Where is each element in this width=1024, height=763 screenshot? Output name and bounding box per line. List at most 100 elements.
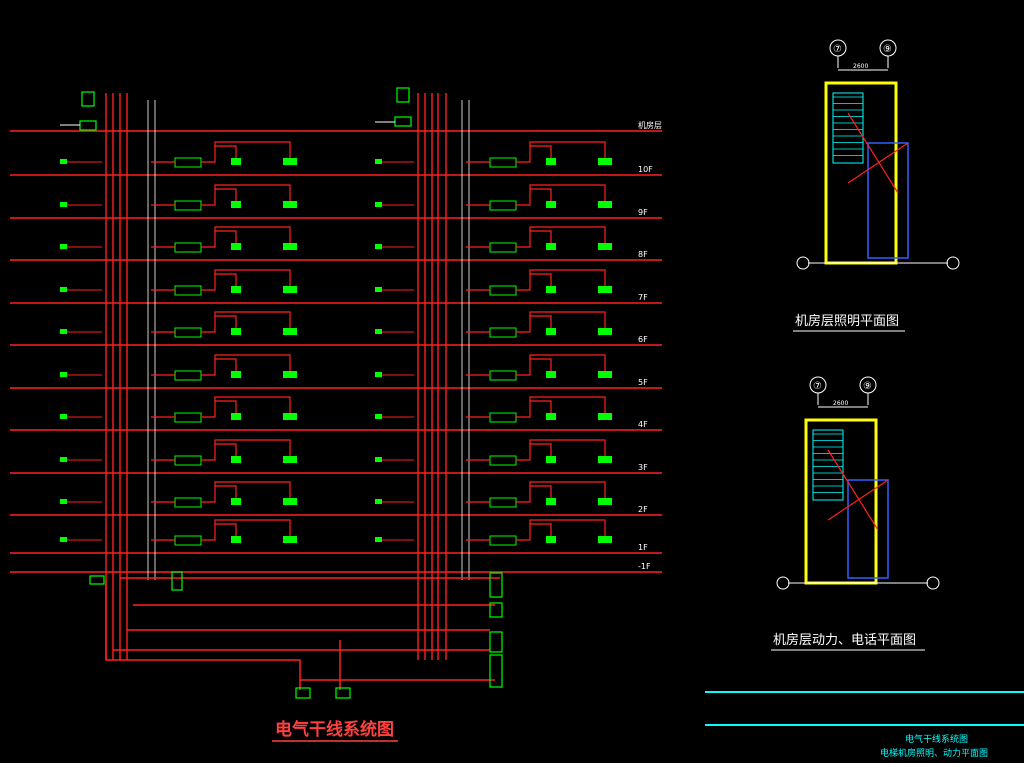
- distribution-box: [489, 497, 517, 508]
- branch-line: [516, 400, 552, 418]
- equipment-block: [231, 371, 241, 378]
- equipment-block: [283, 456, 297, 463]
- equipment-block: [231, 243, 241, 250]
- equipment-block: [598, 456, 612, 463]
- equipment-block: [283, 201, 297, 208]
- branch-line: [529, 141, 606, 158]
- floor-tag: [375, 159, 382, 164]
- distribution-box: [489, 157, 517, 168]
- branch-line: [214, 481, 291, 498]
- branch-line: [201, 523, 237, 541]
- equipment-block: [231, 158, 241, 165]
- title-block-line-2: 电梯机房照明、动力平面图: [880, 747, 988, 759]
- axis-bubble: [946, 256, 960, 270]
- floor-tag: [375, 499, 382, 504]
- branch-line: [214, 141, 291, 158]
- stair-block: [812, 429, 844, 501]
- branch-line: [516, 315, 552, 333]
- equipment-block: [546, 456, 556, 463]
- equipment-block: [546, 243, 556, 250]
- main-feeder: [105, 580, 301, 690]
- branch-line: [214, 439, 291, 456]
- distribution-box: [174, 370, 202, 381]
- equipment-area: [847, 479, 889, 579]
- branch-line: [214, 226, 291, 243]
- main-title: 电气干线系统图: [275, 719, 394, 740]
- distribution-box: [489, 370, 517, 381]
- axis-label: ⑦: [833, 44, 842, 55]
- equipment-block: [231, 456, 241, 463]
- dimension-label: 2600: [833, 400, 848, 407]
- terminal-box: [489, 631, 503, 653]
- equipment-block: [231, 498, 241, 505]
- equipment-block: [546, 328, 556, 335]
- equipment-block: [283, 536, 297, 543]
- riser-header-box: [394, 116, 412, 127]
- equipment-block: [546, 158, 556, 165]
- stair-block: [832, 92, 864, 164]
- axis-bubble: [926, 576, 940, 590]
- axis-label: ⑨: [883, 44, 892, 55]
- floor-tag: [60, 372, 67, 377]
- terminal-box: [489, 602, 503, 618]
- equipment-block: [598, 371, 612, 378]
- floor-tag: [60, 329, 67, 334]
- distribution-box: [489, 285, 517, 296]
- axis-label: ⑨: [863, 381, 872, 392]
- branch-line: [516, 273, 552, 291]
- axis-label: ⑦: [813, 381, 822, 392]
- branch-line: [516, 523, 552, 541]
- equipment-block: [598, 158, 612, 165]
- branch-line: [529, 269, 606, 286]
- equipment-block: [598, 536, 612, 543]
- branch-line: [201, 400, 237, 418]
- floor-tag: [60, 202, 67, 207]
- meter-box: [89, 575, 105, 585]
- distribution-box: [174, 412, 202, 423]
- branch-line: [201, 145, 237, 163]
- equipment-block: [546, 536, 556, 543]
- floor-label: 1F: [638, 543, 648, 552]
- branch-line: [201, 230, 237, 248]
- branch-line: [529, 184, 606, 201]
- equipment-block: [283, 498, 297, 505]
- wiring-line: [827, 449, 879, 531]
- floor-tag: [375, 414, 382, 419]
- floor-tag: [60, 457, 67, 462]
- title-block-line-1: 电气干线系统图: [905, 733, 968, 745]
- distribution-box: [489, 327, 517, 338]
- distribution-box: [489, 412, 517, 423]
- distribution-box: [489, 455, 517, 466]
- branch-line: [214, 396, 291, 413]
- distribution-box: [174, 242, 202, 253]
- branch-line: [529, 226, 606, 243]
- branch-line: [201, 315, 237, 333]
- axis-bubble: [776, 576, 790, 590]
- floor-label: 8F: [638, 250, 648, 259]
- riser-header-box: [81, 91, 95, 107]
- transformer-symbol: [295, 687, 311, 699]
- floor-tag: [60, 499, 67, 504]
- branch-line: [516, 230, 552, 248]
- floor-tag: [375, 329, 382, 334]
- distribution-box: [174, 157, 202, 168]
- wiring-line: [847, 112, 899, 194]
- branch-line: [516, 145, 552, 163]
- transformer-symbol: [335, 687, 351, 699]
- branch-line: [529, 311, 606, 328]
- wiring-line: [847, 142, 909, 184]
- terminal-box: [489, 572, 503, 598]
- distribution-box: [174, 327, 202, 338]
- equipment-block: [283, 158, 297, 165]
- equipment-block: [546, 371, 556, 378]
- branch-line: [516, 188, 552, 206]
- branch-line: [516, 358, 552, 376]
- distribution-box: [174, 455, 202, 466]
- branch-line: [214, 269, 291, 286]
- floor-tag: [60, 287, 67, 292]
- wall-outline: [804, 418, 878, 585]
- branch-line: [529, 481, 606, 498]
- distribution-box: [489, 242, 517, 253]
- meter-box: [171, 571, 183, 591]
